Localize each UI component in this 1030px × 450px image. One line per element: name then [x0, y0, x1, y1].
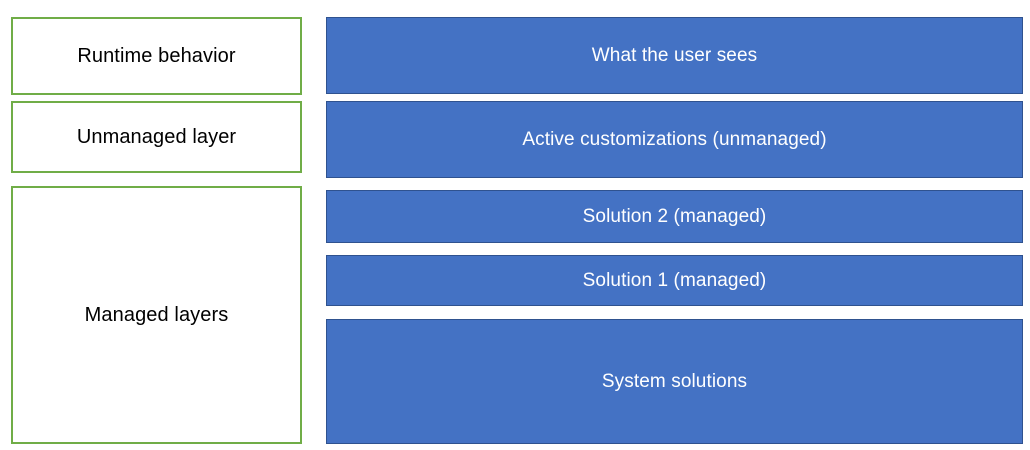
box-system-solutions-label: System solutions — [601, 370, 748, 392]
box-what-the-user-sees: What the user sees — [326, 17, 1023, 94]
box-system-solutions: System solutions — [326, 319, 1023, 444]
box-unmanaged-layer: Unmanaged layer — [11, 101, 302, 173]
box-runtime-behavior: Runtime behavior — [11, 17, 302, 95]
box-managed-layers-label: Managed layers — [84, 303, 229, 326]
box-active-customizations: Active customizations (unmanaged) — [326, 101, 1023, 178]
box-active-customizations-label: Active customizations (unmanaged) — [522, 128, 827, 150]
box-runtime-behavior-label: Runtime behavior — [77, 44, 236, 67]
box-solution-2-label: Solution 2 (managed) — [582, 205, 767, 227]
box-unmanaged-layer-label: Unmanaged layer — [76, 125, 237, 148]
box-solution-1: Solution 1 (managed) — [326, 255, 1023, 306]
box-solution-2: Solution 2 (managed) — [326, 190, 1023, 243]
box-what-the-user-sees-label: What the user sees — [591, 44, 758, 66]
box-managed-layers: Managed layers — [11, 186, 302, 444]
box-solution-1-label: Solution 1 (managed) — [582, 269, 767, 291]
